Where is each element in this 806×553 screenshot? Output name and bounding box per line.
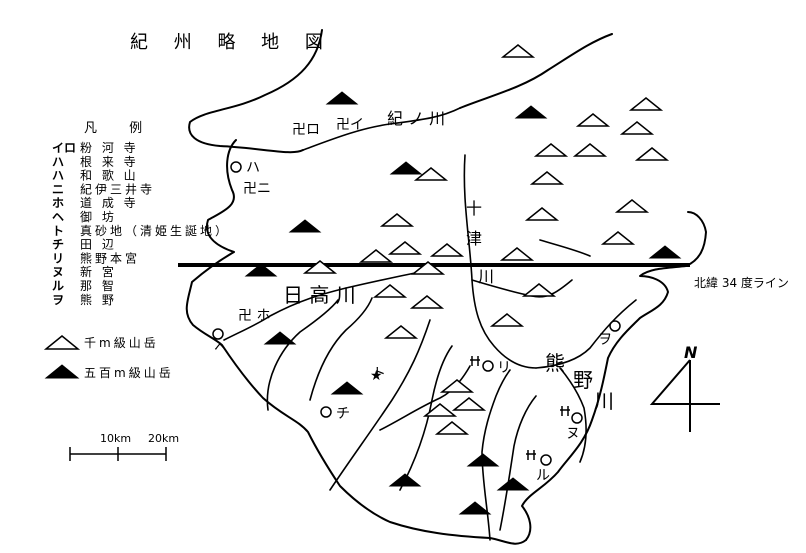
- legend-filled-triangle-icon: [44, 364, 80, 379]
- legend-entry-key: イロ: [52, 141, 76, 155]
- legend-entry-key: ヲ: [52, 293, 64, 307]
- legend-entry-key: ヌ: [52, 265, 64, 279]
- legend-entry-name: 根 来 寺: [80, 155, 139, 169]
- marker-he: [212, 328, 224, 340]
- scale-label-20km: 20km: [148, 432, 179, 445]
- label-totsu-tsu: 津: [466, 229, 482, 248]
- legend-open-triangle-icon: [43, 335, 81, 350]
- legend-entry-name: 熊 野: [80, 292, 117, 307]
- legend-entry-key: ホ: [52, 196, 64, 210]
- legend-heading: 凡 例: [84, 121, 156, 136]
- scale-bar: 10km 20km: [69, 432, 179, 461]
- legend-entry-key: ハ: [52, 155, 64, 169]
- river-central-2: [481, 369, 511, 541]
- label-ni: 卍ニ: [243, 181, 271, 197]
- north-arrow: N: [649, 343, 720, 432]
- label-ru: ル: [536, 468, 550, 484]
- label-ha: ハ: [246, 160, 260, 176]
- star-to: ★: [370, 368, 383, 384]
- river-west-3: [329, 319, 431, 491]
- legend-entry-key: ト: [52, 224, 64, 238]
- legend-entry-name: 新 宮: [80, 264, 117, 279]
- river-west-2: [309, 297, 373, 401]
- legend-entry-name: 御 坊: [80, 209, 117, 224]
- label-chi: チ: [336, 406, 350, 422]
- marker-ha: [230, 161, 242, 173]
- marker-wo: [609, 320, 621, 332]
- label-kinokawa: 紀 ノ 川: [387, 109, 445, 128]
- label-kumano-kuma: 熊: [545, 351, 565, 375]
- label-he: ヘ: [214, 341, 228, 357]
- legend-mountain-1000: 千m級山岳: [84, 336, 159, 350]
- north-label: N: [684, 343, 698, 362]
- label-kumano-kawa: 川: [594, 389, 614, 413]
- legend-entry-key: ル: [52, 279, 64, 293]
- legend-entry-name: 真砂地（清姫生誕地）: [80, 224, 230, 238]
- label-ho: 卍 ホ: [238, 308, 270, 324]
- label-nu: ヌ: [566, 426, 580, 442]
- legend-entry-name: 熊野本宮: [80, 250, 140, 265]
- kumano-river: [535, 299, 637, 369]
- legend-entry-name: 紀伊三井寺: [80, 182, 155, 196]
- legend-entry-key: チ: [52, 238, 64, 252]
- legend-entry-key: ニ: [52, 182, 64, 196]
- label-wo: ヲ: [598, 332, 612, 348]
- river-west-1: [266, 299, 339, 411]
- label-to: ト: [372, 366, 386, 382]
- legend-entry-name: 道 成 寺: [80, 196, 139, 210]
- label-ro: 卍ロ: [292, 122, 320, 138]
- kinokawa-river: [302, 107, 461, 151]
- coastline-north: [188, 29, 323, 154]
- kumano-river-south: [559, 367, 587, 463]
- shrine-ru: ル: [526, 450, 552, 484]
- marker-chi: [320, 406, 332, 418]
- legend: 凡 例 イロ粉 河 寺ハ根 来 寺ハ和 歌 山ニ紀伊三井寺ホ道 成 寺ヘ御 坊ト…: [43, 121, 230, 380]
- coastline-south-east: [521, 211, 707, 541]
- latitude-34-label: 北緯 34 度ライン: [694, 275, 789, 290]
- coastline-north-east: [459, 33, 613, 109]
- coastline-west: [185, 139, 527, 545]
- legend-entry-name: 和 歌 山: [80, 168, 139, 183]
- river-east-branch: [539, 239, 591, 257]
- hidaka-river: [223, 271, 421, 341]
- river-central-3: [499, 395, 537, 531]
- legend-entry-key: リ: [52, 251, 64, 265]
- legend-mountain-500: 五百m級山岳: [84, 366, 174, 380]
- legend-entries: イロ粉 河 寺ハ根 来 寺ハ和 歌 山ニ紀伊三井寺ホ道 成 寺ヘ御 坊ト真砂地（…: [52, 141, 230, 307]
- label-i: 卍イ: [336, 117, 364, 133]
- mountains-1000m: [302, 44, 670, 435]
- scale-label-10km: 10km: [100, 432, 131, 445]
- river-central-4: [379, 365, 471, 431]
- legend-entry-name: 粉 河 寺: [80, 141, 139, 155]
- shrine-ri: リ: [470, 356, 511, 376]
- label-kumano-no: 野: [573, 368, 593, 392]
- legend-entry-name: 田 辺: [80, 238, 117, 252]
- totsukawa-river: [463, 154, 537, 369]
- river-central-1: [399, 345, 453, 491]
- label-totsu-ju: 十: [466, 199, 482, 218]
- shrine-nu: ヌ: [560, 406, 583, 442]
- legend-entry-name: 那 智: [80, 278, 117, 293]
- map-title: 紀 州 略 地 図: [130, 32, 333, 53]
- label-ri: リ: [497, 360, 511, 376]
- mountains-500m: [244, 91, 682, 515]
- legend-entry-key: ヘ: [52, 210, 64, 224]
- label-hidaka: 日 高 川: [283, 283, 356, 307]
- legend-entry-key: ハ: [52, 169, 64, 183]
- label-totsu-kawa: 川: [478, 267, 494, 286]
